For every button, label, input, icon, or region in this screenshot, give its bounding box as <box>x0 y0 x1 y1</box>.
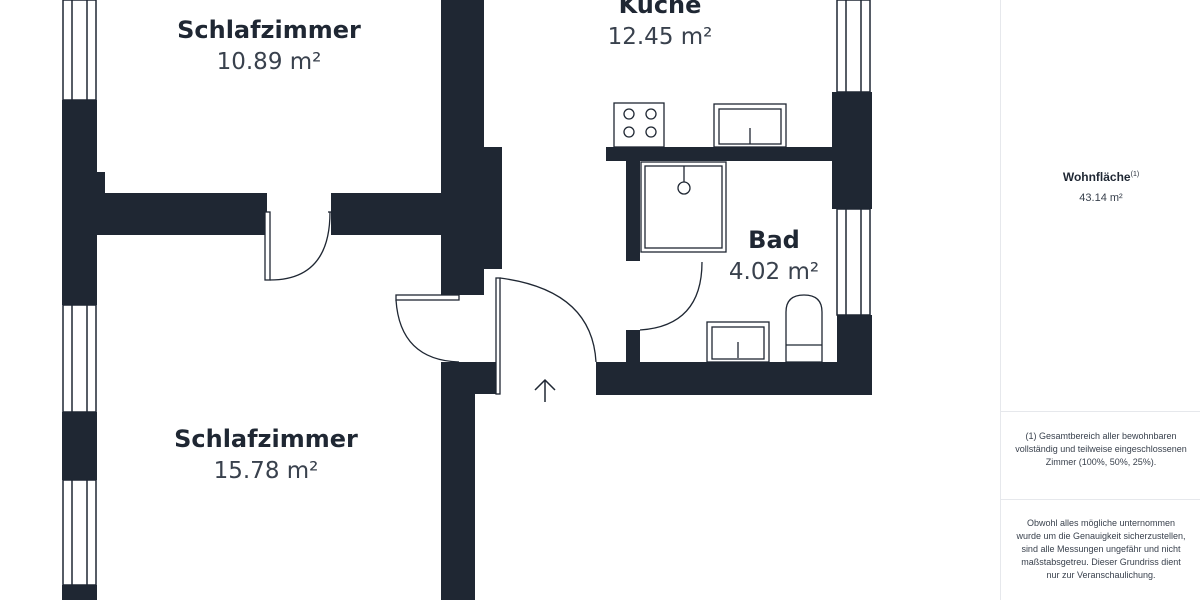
bath-sink-icon <box>706 321 770 363</box>
bedroom-divider-wall <box>97 172 441 235</box>
room-name-label: Schlafzimmer <box>177 16 361 44</box>
window-kitchen <box>836 0 871 93</box>
kitchen-sink-icon <box>713 103 787 148</box>
room-area-label: 10.89 m² <box>217 49 322 75</box>
definition-note: (1) Gesamtbereich aller bewohnbaren voll… <box>1015 431 1187 467</box>
entrance-door <box>495 277 597 395</box>
room-name-label: Schlafzimmer <box>174 425 358 453</box>
room-name-label: Bad <box>748 226 800 254</box>
door-hallway-left <box>395 294 460 363</box>
toilet-icon <box>785 294 823 363</box>
shower-icon <box>640 161 727 253</box>
room-area-label: 15.78 m² <box>214 458 319 484</box>
living-area-value: 43.14 m² <box>1079 192 1123 204</box>
footnote-marker: (1) <box>1130 171 1140 178</box>
stove-icon <box>613 102 665 148</box>
left-outer-wall <box>62 100 97 600</box>
room-bad: Bad 4.02 m² <box>729 226 819 285</box>
living-area-summary: Wohnfläche(1) 43.14 m² <box>1001 170 1200 204</box>
bath-outer-wall <box>596 92 872 395</box>
panel-divider <box>1001 499 1200 500</box>
door-bedroom-top <box>264 211 332 281</box>
window-bath <box>836 208 871 316</box>
floor-plan: Schlafzimmer 10.89 m² Küche 12.45 m² Bad… <box>62 0 872 600</box>
living-area-label: Wohnfläche(1) <box>1062 170 1140 184</box>
window-left-top <box>62 0 97 101</box>
panel-divider <box>1001 411 1200 412</box>
room-schlafzimmer-top: Schlafzimmer 10.89 m² <box>177 16 361 75</box>
room-name-label: Küche <box>619 0 702 19</box>
central-wall <box>441 0 502 600</box>
info-panel: Wohnfläche(1) 43.14 m² (1) Gesamtbereich… <box>1000 0 1200 600</box>
room-schlafzimmer-bottom: Schlafzimmer 15.78 m² <box>174 425 358 484</box>
window-left-bottom <box>62 479 97 586</box>
door-bath <box>639 261 703 331</box>
room-area-label: 12.45 m² <box>608 24 713 50</box>
room-area-label: 4.02 m² <box>729 259 819 285</box>
window-left-middle <box>62 304 97 413</box>
room-kueche: Küche 12.45 m² <box>608 0 713 50</box>
disclaimer-note: Obwohl alles mögliche unternommen wurde … <box>1016 518 1186 580</box>
entrance-arrow-icon <box>534 378 556 402</box>
